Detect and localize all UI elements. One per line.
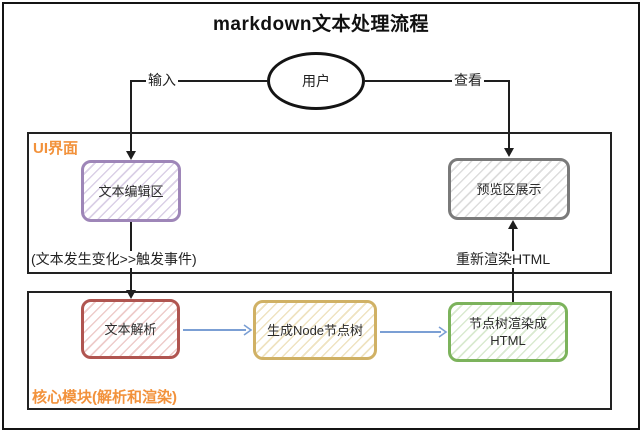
- group-core-label: 核心模块(解析和渲染): [32, 389, 177, 406]
- arrowhead-down-icon: [504, 148, 514, 157]
- text-parse-label: 文本解析: [104, 321, 157, 337]
- arrowhead-up-icon: [508, 220, 518, 229]
- flow-node-user: 用户: [267, 52, 365, 110]
- edge-user-to-editor-vertical: [130, 80, 132, 153]
- preview-area-label: 预览区展示: [476, 181, 542, 197]
- flow-node-render-html: 节点树渲染成HTML: [448, 302, 568, 362]
- edge-label-view: 查看: [452, 72, 484, 88]
- group-ui-label: UI界面: [33, 140, 79, 157]
- flow-node-text-parse: 文本解析: [81, 299, 180, 359]
- user-node-label: 用户: [302, 73, 330, 89]
- flow-node-generate-node-tree: 生成Node节点树: [253, 300, 377, 360]
- note-rerender-html: 重新渲染HTML: [455, 251, 552, 268]
- edge-user-to-preview-vertical: [508, 80, 510, 150]
- edge-user-to-preview-horizontal: [365, 80, 510, 82]
- group-ui-layer: UI界面: [27, 132, 612, 274]
- render-html-label: 节点树渲染成HTML: [468, 316, 547, 348]
- arrowhead-down-icon: [126, 290, 136, 299]
- diagram-title: markdown文本处理流程: [212, 14, 430, 35]
- arrowhead-right-icon: [243, 324, 253, 336]
- node-tree-label: 生成Node节点树: [266, 322, 364, 338]
- group-core-module: 核心模块(解析和渲染): [27, 291, 612, 410]
- edge-tree-to-render: [380, 331, 441, 333]
- flow-node-text-editor: 文本编辑区: [81, 160, 181, 222]
- text-editor-label: 文本编辑区: [98, 183, 164, 199]
- edge-user-to-editor-horizontal: [131, 80, 267, 82]
- flow-node-preview-area: 预览区展示: [448, 158, 570, 220]
- note-change-event: (文本发生变化>>触发事件): [30, 251, 198, 268]
- edge-parse-to-tree: [183, 329, 246, 331]
- arrowhead-down-icon: [126, 151, 136, 160]
- arrowhead-right-icon: [438, 326, 448, 338]
- edge-label-input: 输入: [146, 72, 178, 88]
